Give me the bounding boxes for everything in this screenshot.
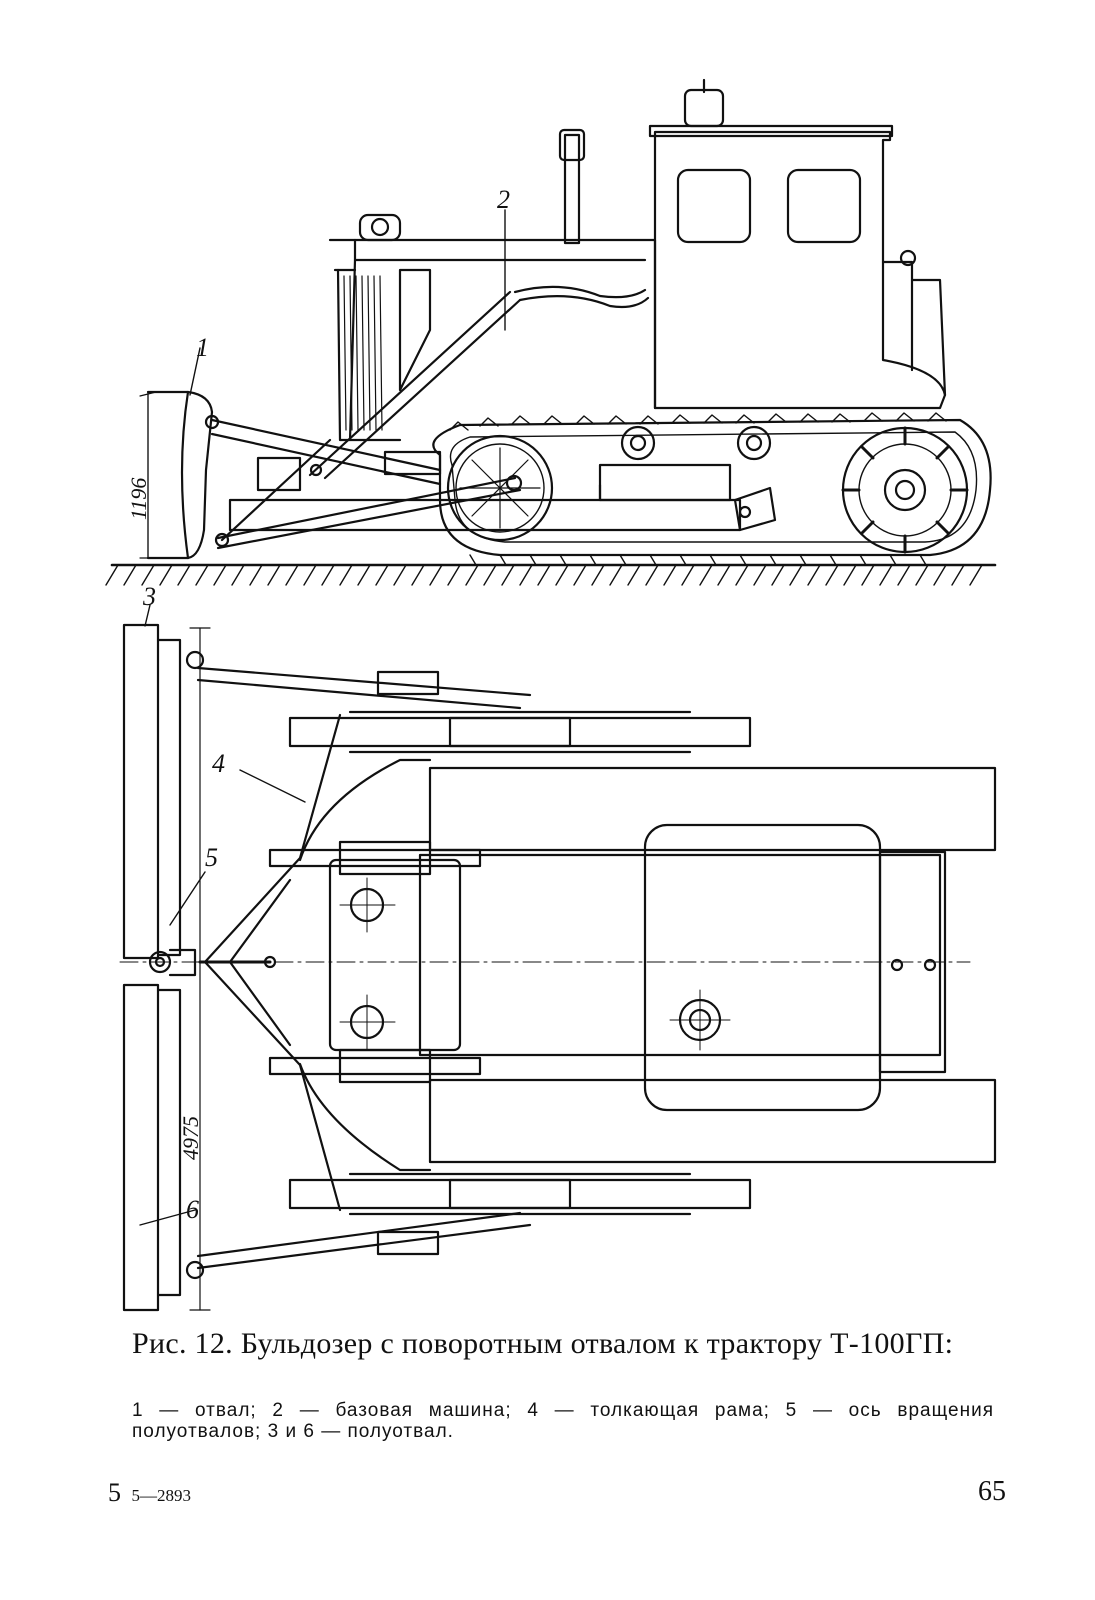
printer-signature: 5 5—2893 (108, 1478, 191, 1508)
figure-caption-legend: 1 — отвал; 2 — базовая машина; 4 — толка… (132, 1400, 994, 1442)
callout-5: 5 (205, 843, 218, 872)
blade-side-view (139, 390, 214, 560)
callout-3: 3 (142, 582, 156, 611)
track-side-view (432, 412, 992, 566)
page-number: 65 (978, 1476, 1006, 1507)
dimension-blade-width: 4975 (178, 1116, 203, 1160)
figure-caption-title: Рис. 12. Бульдозер с поворотным отвалом … (132, 1327, 954, 1360)
callout-4: 4 (212, 749, 225, 778)
callout-6: 6 (186, 1195, 199, 1224)
ground-hatching (105, 564, 983, 586)
blade-plan-view (122, 623, 211, 1312)
signature-mark: 5 (108, 1478, 121, 1507)
dimension-blade-height: 1196 (126, 478, 151, 520)
bulldozer-drawing: 1 2 3 4 5 6 1196 4975 (105, 78, 997, 1312)
signature-code: 5—2893 (131, 1486, 192, 1505)
callout-1: 1 (196, 333, 209, 362)
bulldozer-figure: 1 2 3 4 5 6 1196 4975 (105, 78, 997, 1312)
callout-2: 2 (497, 185, 510, 214)
